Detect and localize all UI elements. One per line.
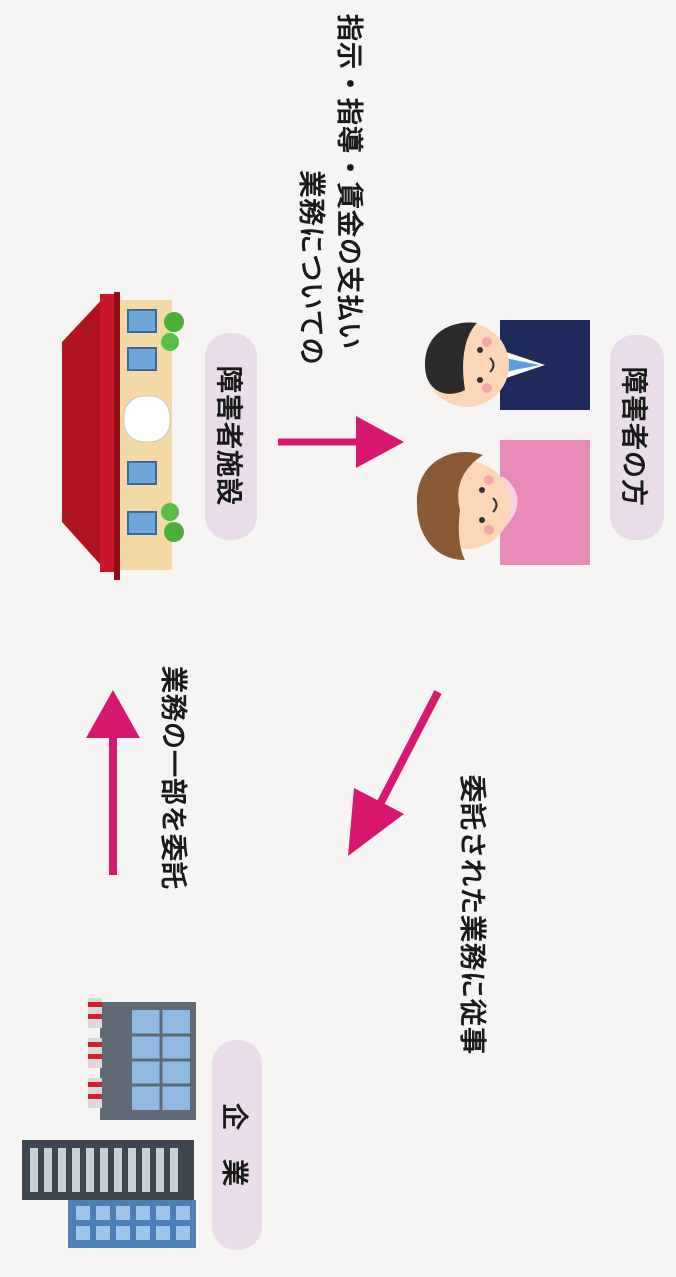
facility-label: 障害者施設: [213, 366, 244, 506]
facility-label-pill: [205, 333, 257, 540]
persons-label: 障害者の方: [618, 367, 649, 507]
engaged-arrow-icon: [348, 690, 442, 856]
persons-icon: [416, 320, 590, 565]
facility-building-icon: [62, 292, 184, 580]
instruction-label-line1: 業務についての: [295, 170, 327, 366]
instruction-label-line2: 指示・指導・賃金の支払い: [333, 14, 365, 350]
company-label: 企 業: [218, 1103, 250, 1187]
instruction-arrow-icon: [278, 416, 404, 468]
commission-label: 業務の一部を委託: [157, 666, 189, 890]
company-label-pill: [212, 1040, 262, 1250]
persons-label-pill: [610, 335, 664, 540]
commission-arrow-icon: [86, 690, 140, 875]
engaged-label: 委託された業務に従事: [456, 775, 488, 1055]
company-buildings-icon: [22, 998, 196, 1248]
